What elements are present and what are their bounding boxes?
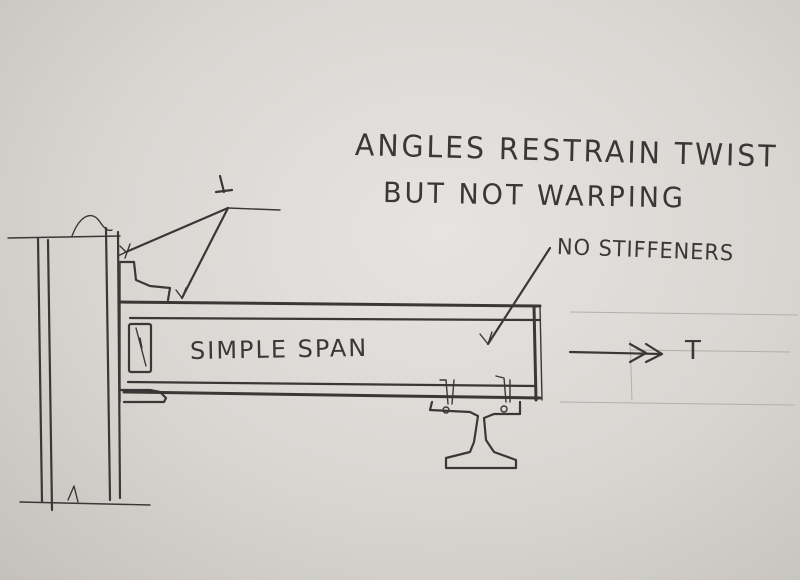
stiffener-leader bbox=[479, 246, 552, 346]
label-load-t: T bbox=[685, 336, 701, 366]
beam bbox=[118, 300, 543, 402]
clip-angles bbox=[118, 243, 172, 404]
background-guidelines bbox=[559, 311, 799, 406]
note-warping: BUT NOT WARPING bbox=[382, 176, 687, 215]
web-bolts bbox=[127, 322, 153, 374]
label-simple-span: SIMPLE SPAN bbox=[189, 333, 369, 365]
load-arrow bbox=[568, 342, 664, 364]
note-leaders bbox=[117, 174, 281, 300]
column bbox=[7, 214, 151, 512]
support-section bbox=[428, 375, 522, 470]
